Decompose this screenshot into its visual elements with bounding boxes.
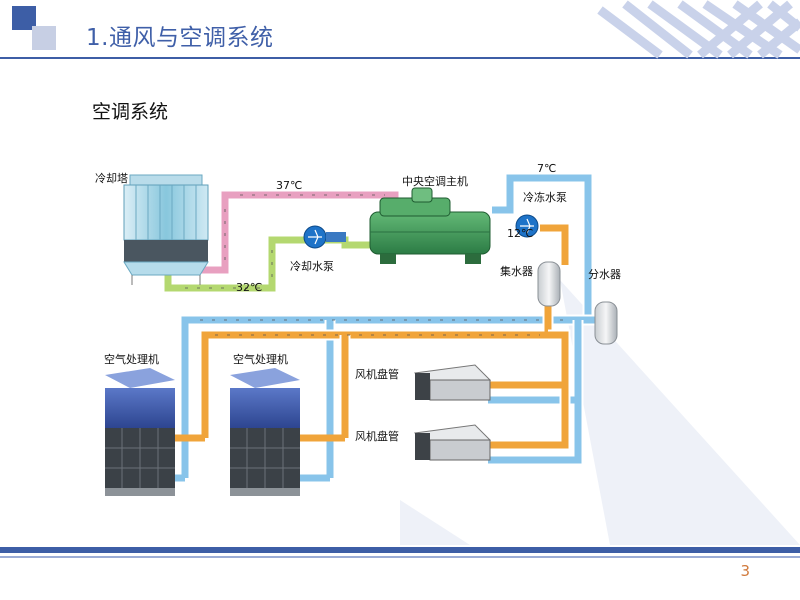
water-collector [537,261,561,307]
label-central-ac: 中央空调主机 [402,174,468,188]
label-cooling-tower: 冷却塔 [95,172,128,185]
water-distributor [594,301,618,345]
background-watermark [560,280,800,545]
pipe-cooling-return [162,234,370,294]
label-chilled-pump: 冷冻水泵 [523,190,567,204]
section-title: 空调系统 [92,101,169,123]
cooling-tower [123,174,209,285]
air-handling-unit-2 [230,368,300,496]
footer-bar [0,547,800,553]
label-cooling-pump: 冷却水泵 [290,260,334,273]
label-ahu-2: 空气处理机 [233,352,288,366]
footer-line [0,556,800,558]
header-decoration [0,0,800,59]
label-distributor: 分水器 [588,268,621,281]
central-chiller [369,187,491,264]
temp-cooling-supply: 37℃ [276,179,302,192]
fan-coil-unit-1 [413,364,492,401]
background-watermark-2 [400,500,470,545]
label-fcu-1: 风机盘管 [355,367,399,381]
pipe-chilled-supply [160,172,598,482]
label-collector: 集水器 [500,264,533,278]
cooling-pump [303,225,346,249]
fan-coil-unit-2 [413,424,492,461]
temp-cooling-return: 32℃ [236,281,262,294]
temp-chilled-return: 12℃ [507,227,533,240]
air-handling-unit-1 [105,368,175,496]
chilled-water-pump [515,214,539,238]
temp-chilled-supply: 7℃ [537,162,556,175]
label-fcu-2: 风机盘管 [355,429,399,443]
pipe-cooling-supply [200,189,401,276]
label-ahu-1: 空气处理机 [104,352,159,366]
header-stripe-pattern [597,0,800,59]
page-title: 1.通风与空调系统 [86,25,274,51]
page-number: 3 [740,562,750,580]
logo-square-shadow [32,26,56,50]
